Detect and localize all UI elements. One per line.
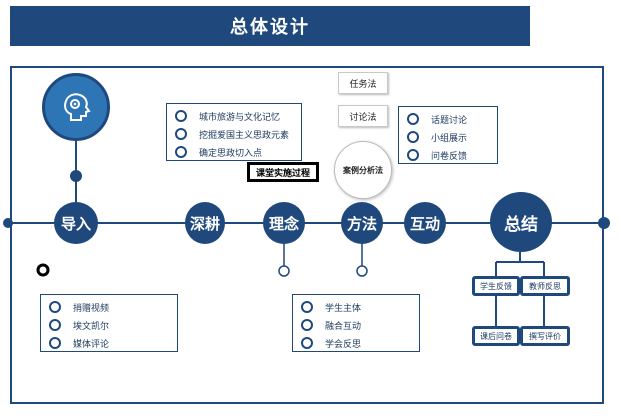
concept-connector-ring [278,265,290,277]
list-item: 学生主体 [301,298,411,316]
method-connector-ring [356,265,368,277]
stage-interact-label: 互动 [409,214,440,233]
list-item: 融合互动 [301,316,411,334]
stage-concept[interactable]: 理念 [263,202,305,244]
list-item: 媒体评论 [49,334,169,352]
list-item: 话题讨论 [407,110,489,128]
bullet-ring-icon [407,149,419,161]
bullet-ring-icon [175,146,187,158]
stage-deepen[interactable]: 深耕 [185,202,225,244]
summary-teacher-reflection: 教师反思 [520,276,570,296]
summary-write-evaluation: 撰写评价 [520,326,570,346]
head-icon-circle [42,73,110,141]
bullet-ring-icon [301,319,313,331]
page-title: 总体设计 [230,17,310,38]
bullet-ring-icon [175,110,187,122]
head-connector-dot [70,170,82,182]
process-label: 课堂实施过程 [247,162,319,182]
axis-start-dot [3,218,13,228]
stage-intro[interactable]: 导入 [54,202,98,244]
summary-student-feedback: 学生反馈 [472,276,520,296]
bullet-ring-icon [407,113,419,125]
list-item: 问卷反馈 [407,146,489,164]
concept-list: 学生主体 融合互动 学会反思 [292,294,420,352]
diagram-frame [10,66,604,404]
stage-concept-label: 理念 [268,214,299,233]
bullet-ring-icon [49,319,61,331]
bullet-ring-icon [49,301,61,313]
method-discussion: 讨论法 [338,105,388,127]
interact-list: 话题讨论 小组展示 问卷反馈 [398,106,498,164]
list-item: 挖掘爱国主义思政元素 [175,125,293,143]
intro-list: 捎赠视频 埃文凯尔 媒体评论 [40,294,178,352]
summary-after-class-survey: 课后问卷 [472,326,520,346]
deepen-list: 城市旅游与文化记忆 挖掘爱国主义思政元素 确定思政切入点 [166,103,302,161]
head-gears-icon [64,93,91,121]
marker-ring [36,263,50,277]
title-banner: 总体设计 [10,6,530,46]
stage-interact[interactable]: 互动 [404,202,446,244]
axis-end-dot [598,217,610,229]
method-case-circle: 案例分析法 [334,141,392,199]
list-item: 城市旅游与文化记忆 [175,107,293,125]
list-item: 学会反思 [301,334,411,352]
stage-method[interactable]: 方法 [341,202,383,244]
bullet-ring-icon [301,337,313,349]
bullet-ring-icon [49,337,61,349]
stage-method-label: 方法 [346,214,377,233]
stage-summary[interactable]: 总结 [490,192,552,252]
list-item: 捎赠视频 [49,298,169,316]
stage-summary-label: 总结 [504,214,538,235]
stage-intro-label: 导入 [60,214,91,233]
bullet-ring-icon [175,128,187,140]
list-item: 小组展示 [407,128,489,146]
bullet-ring-icon [407,131,419,143]
bullet-ring-icon [301,301,313,313]
stage-deepen-label: 深耕 [189,214,220,233]
method-task: 任务法 [338,72,388,94]
list-item: 埃文凯尔 [49,316,169,334]
list-item: 确定思政切入点 [175,143,293,161]
